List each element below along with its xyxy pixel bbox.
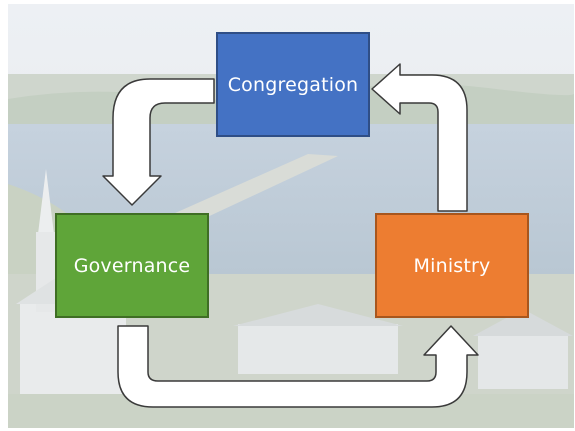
church bbox=[20, 304, 126, 394]
house-right-roof bbox=[473, 309, 573, 336]
arrow-governance-to-ministry bbox=[117, 325, 479, 408]
congregation-label: Congregation bbox=[227, 73, 359, 96]
governance-label: Governance bbox=[73, 254, 191, 277]
house-right bbox=[478, 334, 568, 389]
arrow-ministry-to-congregation bbox=[371, 63, 468, 212]
ministry-label: Ministry bbox=[413, 254, 491, 277]
house-center-roof bbox=[233, 304, 403, 326]
church-steeple bbox=[38, 169, 54, 234]
governance-node: Governance bbox=[55, 213, 209, 318]
arrow-congregation-to-governance bbox=[102, 78, 215, 206]
ministry-node: Ministry bbox=[375, 213, 529, 318]
congregation-node: Congregation bbox=[216, 32, 370, 137]
house-center bbox=[238, 324, 398, 374]
